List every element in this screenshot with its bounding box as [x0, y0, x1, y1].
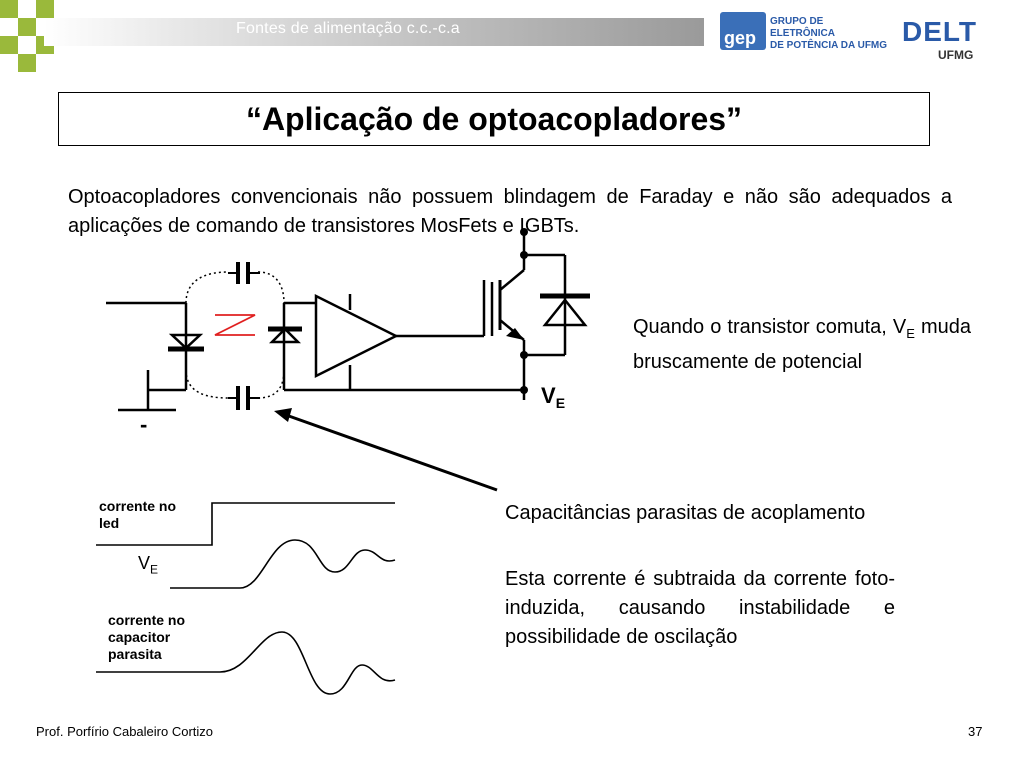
intro-text: Optoacopladores convencionais não possue… [68, 186, 952, 237]
parasitic-coupling-paths [185, 271, 285, 399]
delt-logo: DELT UFMG [886, 10, 996, 66]
led-symbol [168, 333, 204, 350]
led-current-waveform [96, 502, 395, 546]
gep-logo-text: GRUPO DE ELETRÔNICA DE POTÊNCIA DA UFMG [770, 16, 890, 52]
ve-waveform-label: VE [138, 553, 159, 577]
ground-minus: - [140, 412, 147, 437]
photodiode-symbol [268, 327, 302, 344]
gep-logo-mark: gep [720, 12, 766, 50]
collector-junction-node [520, 251, 528, 259]
capacitor-current-label: corrente no capacitor parasita [108, 612, 186, 662]
current-note: Esta corrente é subtraida da corrente fo… [505, 568, 895, 648]
emitter-junction-node [520, 351, 528, 359]
header-bar [44, 18, 704, 46]
led-current-label: corrente no led [99, 498, 177, 531]
switching-note: Quando o transistor comuta, VE muda brus… [633, 316, 972, 373]
collector-node [520, 228, 528, 236]
ve-waveform [170, 539, 396, 589]
gep-abbr: gep [724, 28, 757, 48]
igbt-emitter-arrow [506, 328, 524, 340]
ve-node [520, 386, 528, 394]
capacitance-note: Capacitâncias parasitas de acoplamento [505, 502, 866, 524]
ve-label: VE [541, 383, 565, 411]
page-number: 37 [968, 724, 983, 739]
course-title: Fontes de alimentação c.c.-c.a [236, 20, 460, 37]
capacitance-pointer-line [285, 413, 498, 492]
parasitic-capacitor-top [228, 262, 260, 284]
delt-name: DELT [902, 16, 978, 47]
photon-arrow [214, 314, 256, 336]
slide-title: “Aplicação de optoacopladores” [245, 101, 743, 137]
circuit-wires [106, 232, 567, 412]
title-box: “Aplicação de optoacopladores” [58, 92, 930, 146]
gep-logo: gep GRUPO DE ELETRÔNICA DE POTÊNCIA DA U… [720, 12, 887, 52]
gep-line1: GRUPO DE ELETRÔNICA [770, 16, 835, 39]
capacitor-current-waveform [96, 631, 396, 695]
ufmg-name: UFMG [938, 48, 974, 62]
freewheel-diode [542, 297, 588, 327]
gep-line2: DE POTÊNCIA DA UFMG [770, 40, 888, 51]
capacitance-pointer-arrowhead [274, 408, 292, 422]
parasitic-capacitor-bottom [228, 386, 260, 410]
footer-author: Prof. Porfírio Cabaleiro Cortizo [36, 724, 214, 739]
amplifier-symbol [314, 293, 399, 379]
